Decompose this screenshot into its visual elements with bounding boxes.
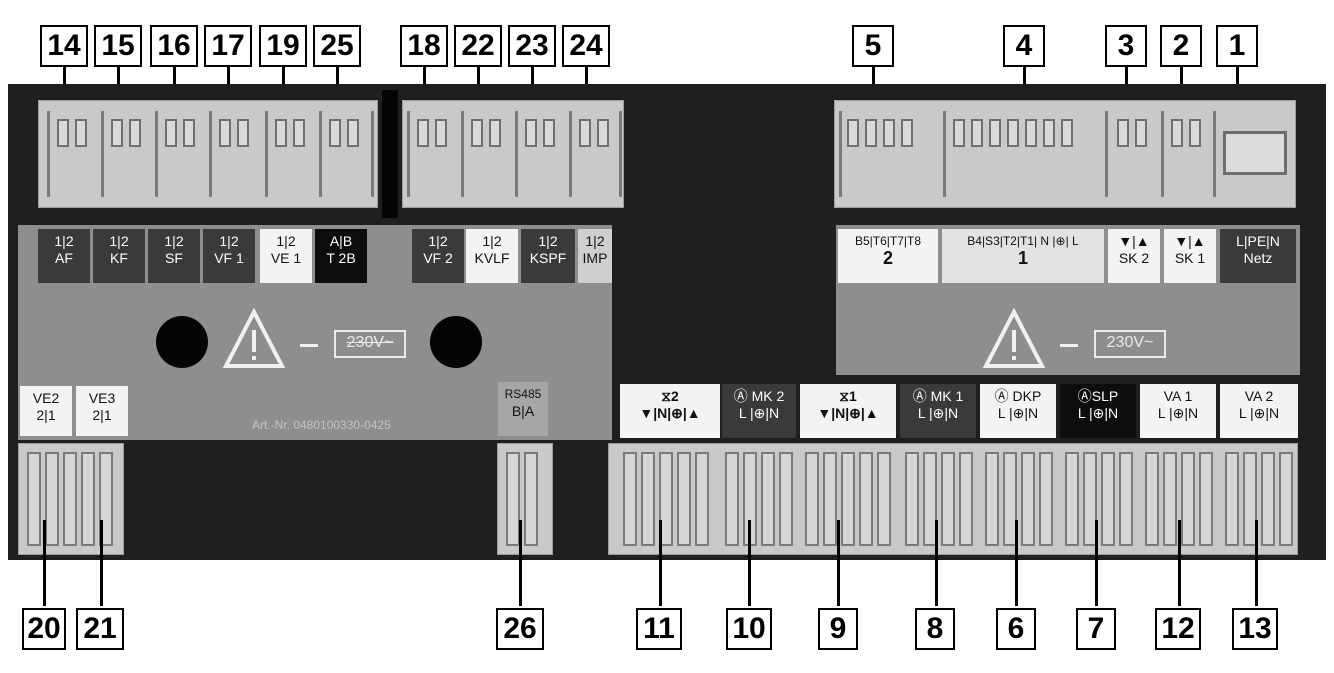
terminal-strip-rs485 bbox=[497, 443, 553, 555]
callout-26: 26 bbox=[496, 608, 544, 650]
terminal-strip-bottom-right bbox=[608, 443, 1298, 555]
voltage-label-left: 230V~ bbox=[334, 330, 406, 358]
callout-13: 13 bbox=[1232, 608, 1278, 650]
dash bbox=[1060, 344, 1078, 347]
voltage-label-right: 230V~ bbox=[1094, 330, 1166, 358]
leader-line bbox=[100, 520, 103, 606]
leader-line bbox=[1178, 520, 1181, 606]
callout-12: 12 bbox=[1155, 608, 1201, 650]
leader-line bbox=[1255, 520, 1258, 606]
callout-16: 16 bbox=[150, 25, 198, 67]
terminal-strip-top-left bbox=[38, 100, 378, 208]
label-mixer-valve-1: ⧖1▼|N|⊕|▲ bbox=[800, 384, 896, 438]
terminal-strip-top-right bbox=[834, 100, 1296, 208]
callout-10: 10 bbox=[726, 608, 772, 650]
warning-triangle-icon bbox=[222, 308, 286, 368]
leader-line bbox=[519, 520, 522, 606]
dash bbox=[300, 344, 318, 347]
callout-15: 15 bbox=[94, 25, 142, 67]
callout-17: 17 bbox=[204, 25, 252, 67]
leader-line bbox=[837, 520, 840, 606]
label-sk2: ▼|▲SK 2 bbox=[1108, 229, 1160, 283]
callout-6: 6 bbox=[996, 608, 1036, 650]
label-mixer-valve-2: ⧖2▼|N|⊕|▲ bbox=[620, 384, 720, 438]
warning-triangle-icon bbox=[982, 308, 1046, 368]
callout-7: 7 bbox=[1076, 608, 1116, 650]
mounting-hole bbox=[156, 316, 208, 368]
callout-2: 2 bbox=[1160, 25, 1202, 67]
callout-14: 14 bbox=[40, 25, 88, 67]
callout-9: 9 bbox=[818, 608, 858, 650]
mounting-hole bbox=[430, 316, 482, 368]
label-sk1: ▼|▲SK 1 bbox=[1164, 229, 1216, 283]
terminal-strip-top-middle bbox=[402, 100, 624, 208]
callout-1: 1 bbox=[1216, 25, 1258, 67]
callout-22: 22 bbox=[454, 25, 502, 67]
leader-line bbox=[43, 520, 46, 606]
separator-bar bbox=[382, 90, 398, 218]
leader-line bbox=[1015, 520, 1018, 606]
callout-4: 4 bbox=[1003, 25, 1045, 67]
leader-line bbox=[1095, 520, 1098, 606]
leader-line bbox=[935, 520, 938, 606]
terminal-strip-bottom-left bbox=[18, 443, 124, 555]
callout-24: 24 bbox=[562, 25, 610, 67]
leader-line bbox=[748, 520, 751, 606]
callout-5: 5 bbox=[852, 25, 894, 67]
leader-line bbox=[659, 520, 662, 606]
callout-18: 18 bbox=[400, 25, 448, 67]
callout-23: 23 bbox=[508, 25, 556, 67]
callout-11: 11 bbox=[636, 608, 682, 650]
callout-19: 19 bbox=[259, 25, 307, 67]
callout-21: 21 bbox=[76, 608, 124, 650]
callout-25: 25 bbox=[313, 25, 361, 67]
callout-20: 20 bbox=[22, 608, 66, 650]
callout-3: 3 bbox=[1105, 25, 1147, 67]
callout-8: 8 bbox=[915, 608, 955, 650]
article-number: Art.-Nr. 0480100330-0425 bbox=[252, 418, 391, 432]
